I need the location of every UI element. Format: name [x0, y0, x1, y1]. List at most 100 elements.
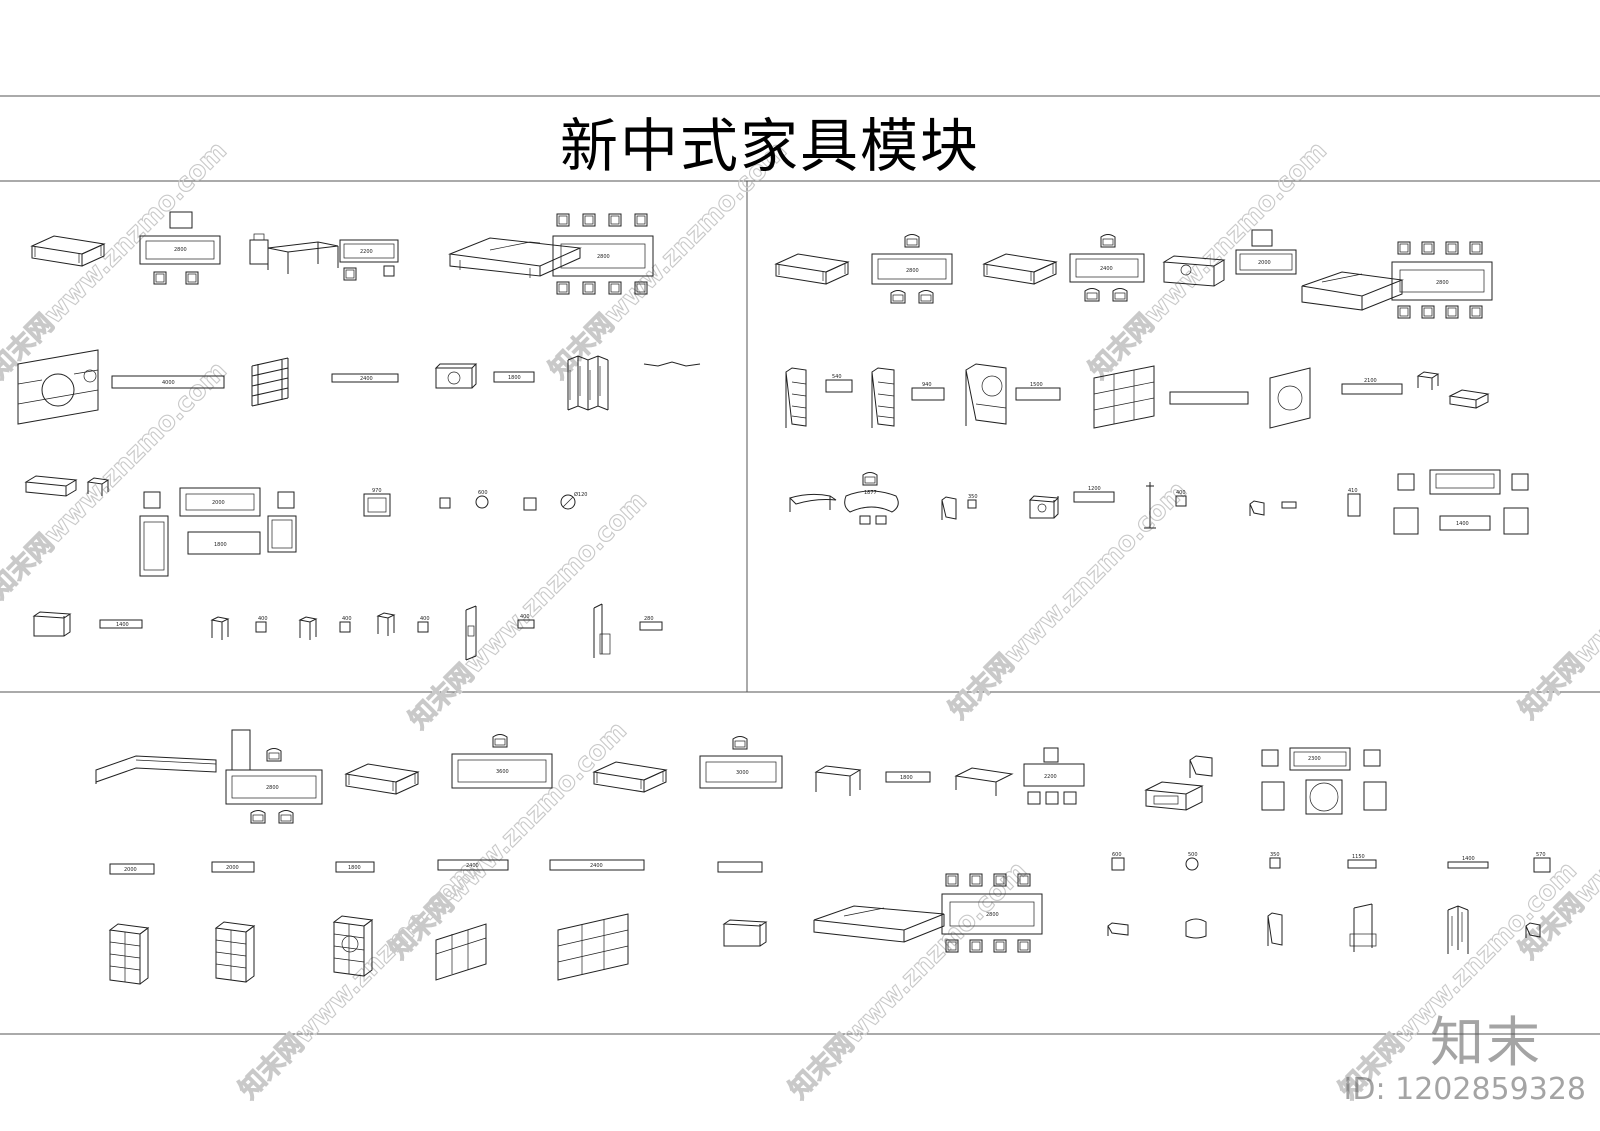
svg-text:2400: 2400	[360, 376, 373, 382]
stand-3d-c	[377, 612, 395, 637]
bookcase-plan-b: 940	[911, 382, 945, 401]
svg-text:1800: 1800	[900, 775, 913, 781]
hall-tree-3d	[1349, 903, 1377, 952]
svg-text:2300: 2300	[1308, 756, 1321, 762]
plan-strip-1: 2000	[109, 863, 155, 875]
plan-strip-6	[717, 861, 763, 873]
plan-strip-5: 2400	[549, 859, 645, 871]
svg-text:2800: 2800	[906, 268, 919, 274]
svg-text:400: 400	[342, 616, 352, 622]
watermark: 知末网www.znzmo.com	[404, 486, 653, 735]
display-wall-cabinet-3d	[17, 349, 99, 425]
l-shaped-desk-plan: 2800	[225, 729, 323, 824]
meeting-table-plan: 2800	[1391, 241, 1493, 319]
svg-text:2200: 2200	[360, 249, 373, 255]
console-table-plan: 1400	[99, 619, 143, 629]
svg-text:410: 410	[1348, 488, 1358, 494]
coat-stand-3d	[1144, 482, 1156, 529]
svg-text:1800: 1800	[214, 542, 227, 548]
svg-text:2400: 2400	[1100, 266, 1113, 272]
display-shelf-plan	[1169, 391, 1249, 405]
svg-text:2400: 2400	[590, 863, 603, 869]
display-shelf-3d	[1093, 365, 1155, 429]
round-stool-3d	[1525, 922, 1541, 938]
exec-desk-3d-b	[345, 763, 419, 795]
side-table-3d	[86, 477, 110, 496]
svg-text:1800: 1800	[348, 865, 361, 871]
stool-plan-b: 600	[1111, 852, 1125, 871]
tall-stand-plan: 410	[1347, 488, 1361, 517]
curved-desk-3d	[789, 493, 837, 512]
watermark: 知末网www.znzmo.com	[944, 476, 1193, 725]
asset-id-label: ID: 1202859328	[1343, 1072, 1586, 1107]
small-table-plan: 350	[1269, 852, 1281, 869]
desk-set-plan: 2200	[1023, 747, 1085, 805]
coat-stand-plan: 400	[1175, 490, 1187, 507]
exec-desk-3d	[775, 253, 849, 285]
svg-text:Ø120: Ø120	[574, 491, 587, 498]
display-cabinet-3d-a	[435, 923, 487, 981]
svg-text:280: 280	[644, 616, 654, 622]
svg-text:2200: 2200	[1044, 774, 1057, 780]
round-display-shelf-3d	[1269, 367, 1311, 429]
conference-table-3d	[448, 237, 582, 278]
tea-room-set-plan: 2300	[1261, 747, 1387, 815]
exec-desk-plan-b: 3600	[451, 734, 553, 789]
low-cabinet-3d	[722, 919, 768, 947]
round-side-table-plan: Ø120	[560, 491, 587, 510]
bookcase-plan-a: 540	[825, 374, 853, 393]
svg-text:600: 600	[1112, 852, 1122, 858]
office-desk-plan: 2800	[139, 211, 221, 285]
armchair-plan: 970	[363, 488, 391, 517]
cube-side-table-3d	[1189, 755, 1213, 778]
svg-text:2100: 2100	[1364, 378, 1377, 384]
svg-text:1500: 1500	[1030, 382, 1043, 388]
svg-text:2800: 2800	[266, 785, 279, 791]
svg-text:1200: 1200	[1088, 486, 1101, 492]
screen-stand-3d	[1447, 905, 1469, 954]
svg-text:2000: 2000	[1258, 260, 1271, 266]
bookshelf-3d	[251, 357, 289, 407]
svg-text:400: 400	[1176, 490, 1186, 496]
curio-cabinet-3d	[333, 915, 373, 977]
living-room-set-plan: 1400	[1393, 469, 1529, 535]
hall-stand-plan: 280	[639, 616, 663, 631]
svg-text:400: 400	[420, 616, 430, 622]
sheet-frame	[0, 95, 1600, 1035]
svg-text:1877: 1877	[864, 490, 877, 496]
coat-rack-3d	[465, 605, 477, 661]
round-stool-plan: 600	[475, 490, 489, 509]
svg-text:940: 940	[922, 382, 932, 388]
end-table-3d	[1416, 371, 1440, 390]
svg-text:4000: 4000	[162, 380, 175, 386]
exec-desk-plan-c: 3000	[699, 736, 783, 789]
svg-text:1400: 1400	[1456, 521, 1469, 527]
coffee-table-3d	[1448, 389, 1490, 409]
wardrobe-3d-b	[215, 921, 255, 983]
stand-3d-a	[211, 616, 229, 641]
desk-3d-b	[983, 253, 1057, 285]
page-title: 新中式家具模块	[559, 112, 980, 180]
svg-text:400: 400	[258, 616, 268, 622]
svg-text:2800: 2800	[174, 247, 187, 253]
writing-desk-3d	[814, 765, 862, 796]
conference-table-plan: 2800	[552, 213, 654, 295]
folding-screen-3d	[567, 355, 609, 411]
display-cabinet-3d-b	[557, 913, 629, 981]
stand-plan-a: 400	[255, 616, 268, 633]
svg-text:3600: 3600	[496, 769, 509, 775]
console-table-3d	[32, 611, 72, 637]
small-stool-plan	[1281, 501, 1297, 509]
pedestal-3d	[1267, 912, 1283, 946]
exec-desk-3d-c	[593, 761, 667, 793]
round-display-shelf-plan: 2100	[1341, 378, 1403, 395]
desk-plan-b: 2400	[1069, 234, 1145, 302]
l-shaped-desk-3d	[95, 755, 217, 784]
plan-strip-2: 2000	[211, 861, 255, 873]
console-plan-b: 1400	[1447, 856, 1489, 869]
stool-plan	[439, 497, 451, 509]
plan-strip-4: 2400	[437, 859, 509, 871]
watermark: 知末网www.znzmo.com	[234, 856, 483, 1105]
svg-text:400: 400	[520, 614, 530, 620]
